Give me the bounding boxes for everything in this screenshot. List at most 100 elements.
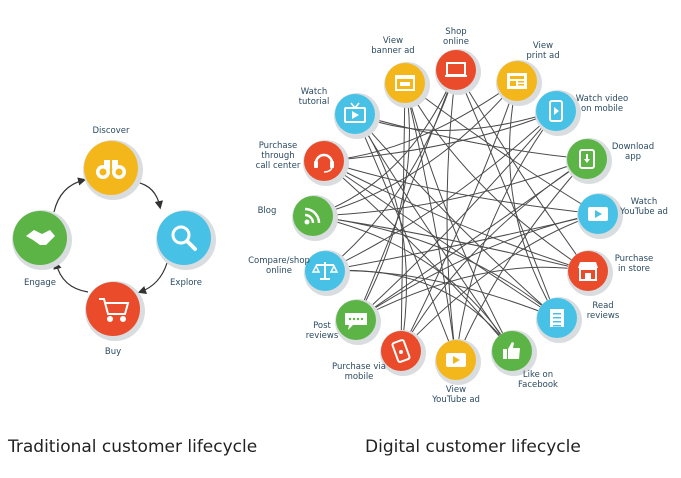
video-play-icon [446,353,466,367]
stage-label: Explore [170,278,202,288]
stage-label: Engage [24,278,56,288]
store-icon [578,262,598,281]
node-circle [568,251,608,291]
connection-line [446,69,457,361]
connection-line [324,69,457,272]
laptop-icon [445,62,467,77]
mobile-video-icon [549,100,563,122]
connection-line [354,113,457,361]
connection-line [312,80,518,217]
shopping-cart-icon [99,298,130,322]
lifecycle-arrows [53,177,168,294]
node-circle [436,50,476,90]
connection-line [312,69,457,217]
connection-line [312,215,589,272]
connection-line [455,158,588,361]
stage-label: Buy [105,347,121,357]
handshake-icon [26,230,55,245]
connection-line [455,69,589,272]
tv-icon [344,102,366,123]
thumbs-up-icon [503,342,520,359]
connection-line [323,160,558,319]
browser-window-icon [395,75,415,91]
caption-traditional: Traditional customer lifecycle [7,437,257,457]
arrow-discover-to-explore [135,181,164,210]
connection-line [455,69,558,319]
video-play-icon [588,207,608,221]
download-icon [579,149,595,169]
headset-icon [314,153,334,173]
node-blog: Blog [258,195,338,241]
connection-line [355,266,589,321]
stage-label: Discover [93,126,130,136]
stage-explore: Explore [156,210,216,288]
speech-bubble-icon [345,313,367,330]
connection-line [324,270,558,319]
newspaper-icon [507,73,527,89]
connection-line [355,69,457,321]
connection-line [355,110,557,321]
node-circle [293,196,333,236]
connection-line [355,82,410,321]
connection-line [355,213,599,321]
connection-line [323,110,557,162]
node-label: Blog [258,206,277,216]
node-circle [304,141,344,181]
stage-circle [157,211,211,265]
scales-icon [311,262,339,280]
rss-icon [304,207,321,225]
connection-line [404,82,599,215]
binoculars-icon [96,160,126,179]
connection-line [455,110,557,361]
connection-line [404,82,457,361]
connection-line [400,80,518,352]
connection-line [400,213,599,352]
stage-circle [86,282,140,336]
connection-line [355,158,588,321]
document-icon [550,309,564,327]
connection-line [354,113,588,160]
stage-engage: Engage [12,210,72,288]
connection-line [404,82,589,272]
stage-circle [84,141,138,195]
magnifier-icon [171,225,197,251]
connection-line [323,160,599,215]
connection-line [312,158,588,217]
connection-line [404,82,513,352]
traditional-lifecycle: Discover Explore Buy [12,126,216,357]
caption-digital: Digital customer lifecycle [365,437,581,457]
arrow-explore-to-buy [137,262,168,294]
